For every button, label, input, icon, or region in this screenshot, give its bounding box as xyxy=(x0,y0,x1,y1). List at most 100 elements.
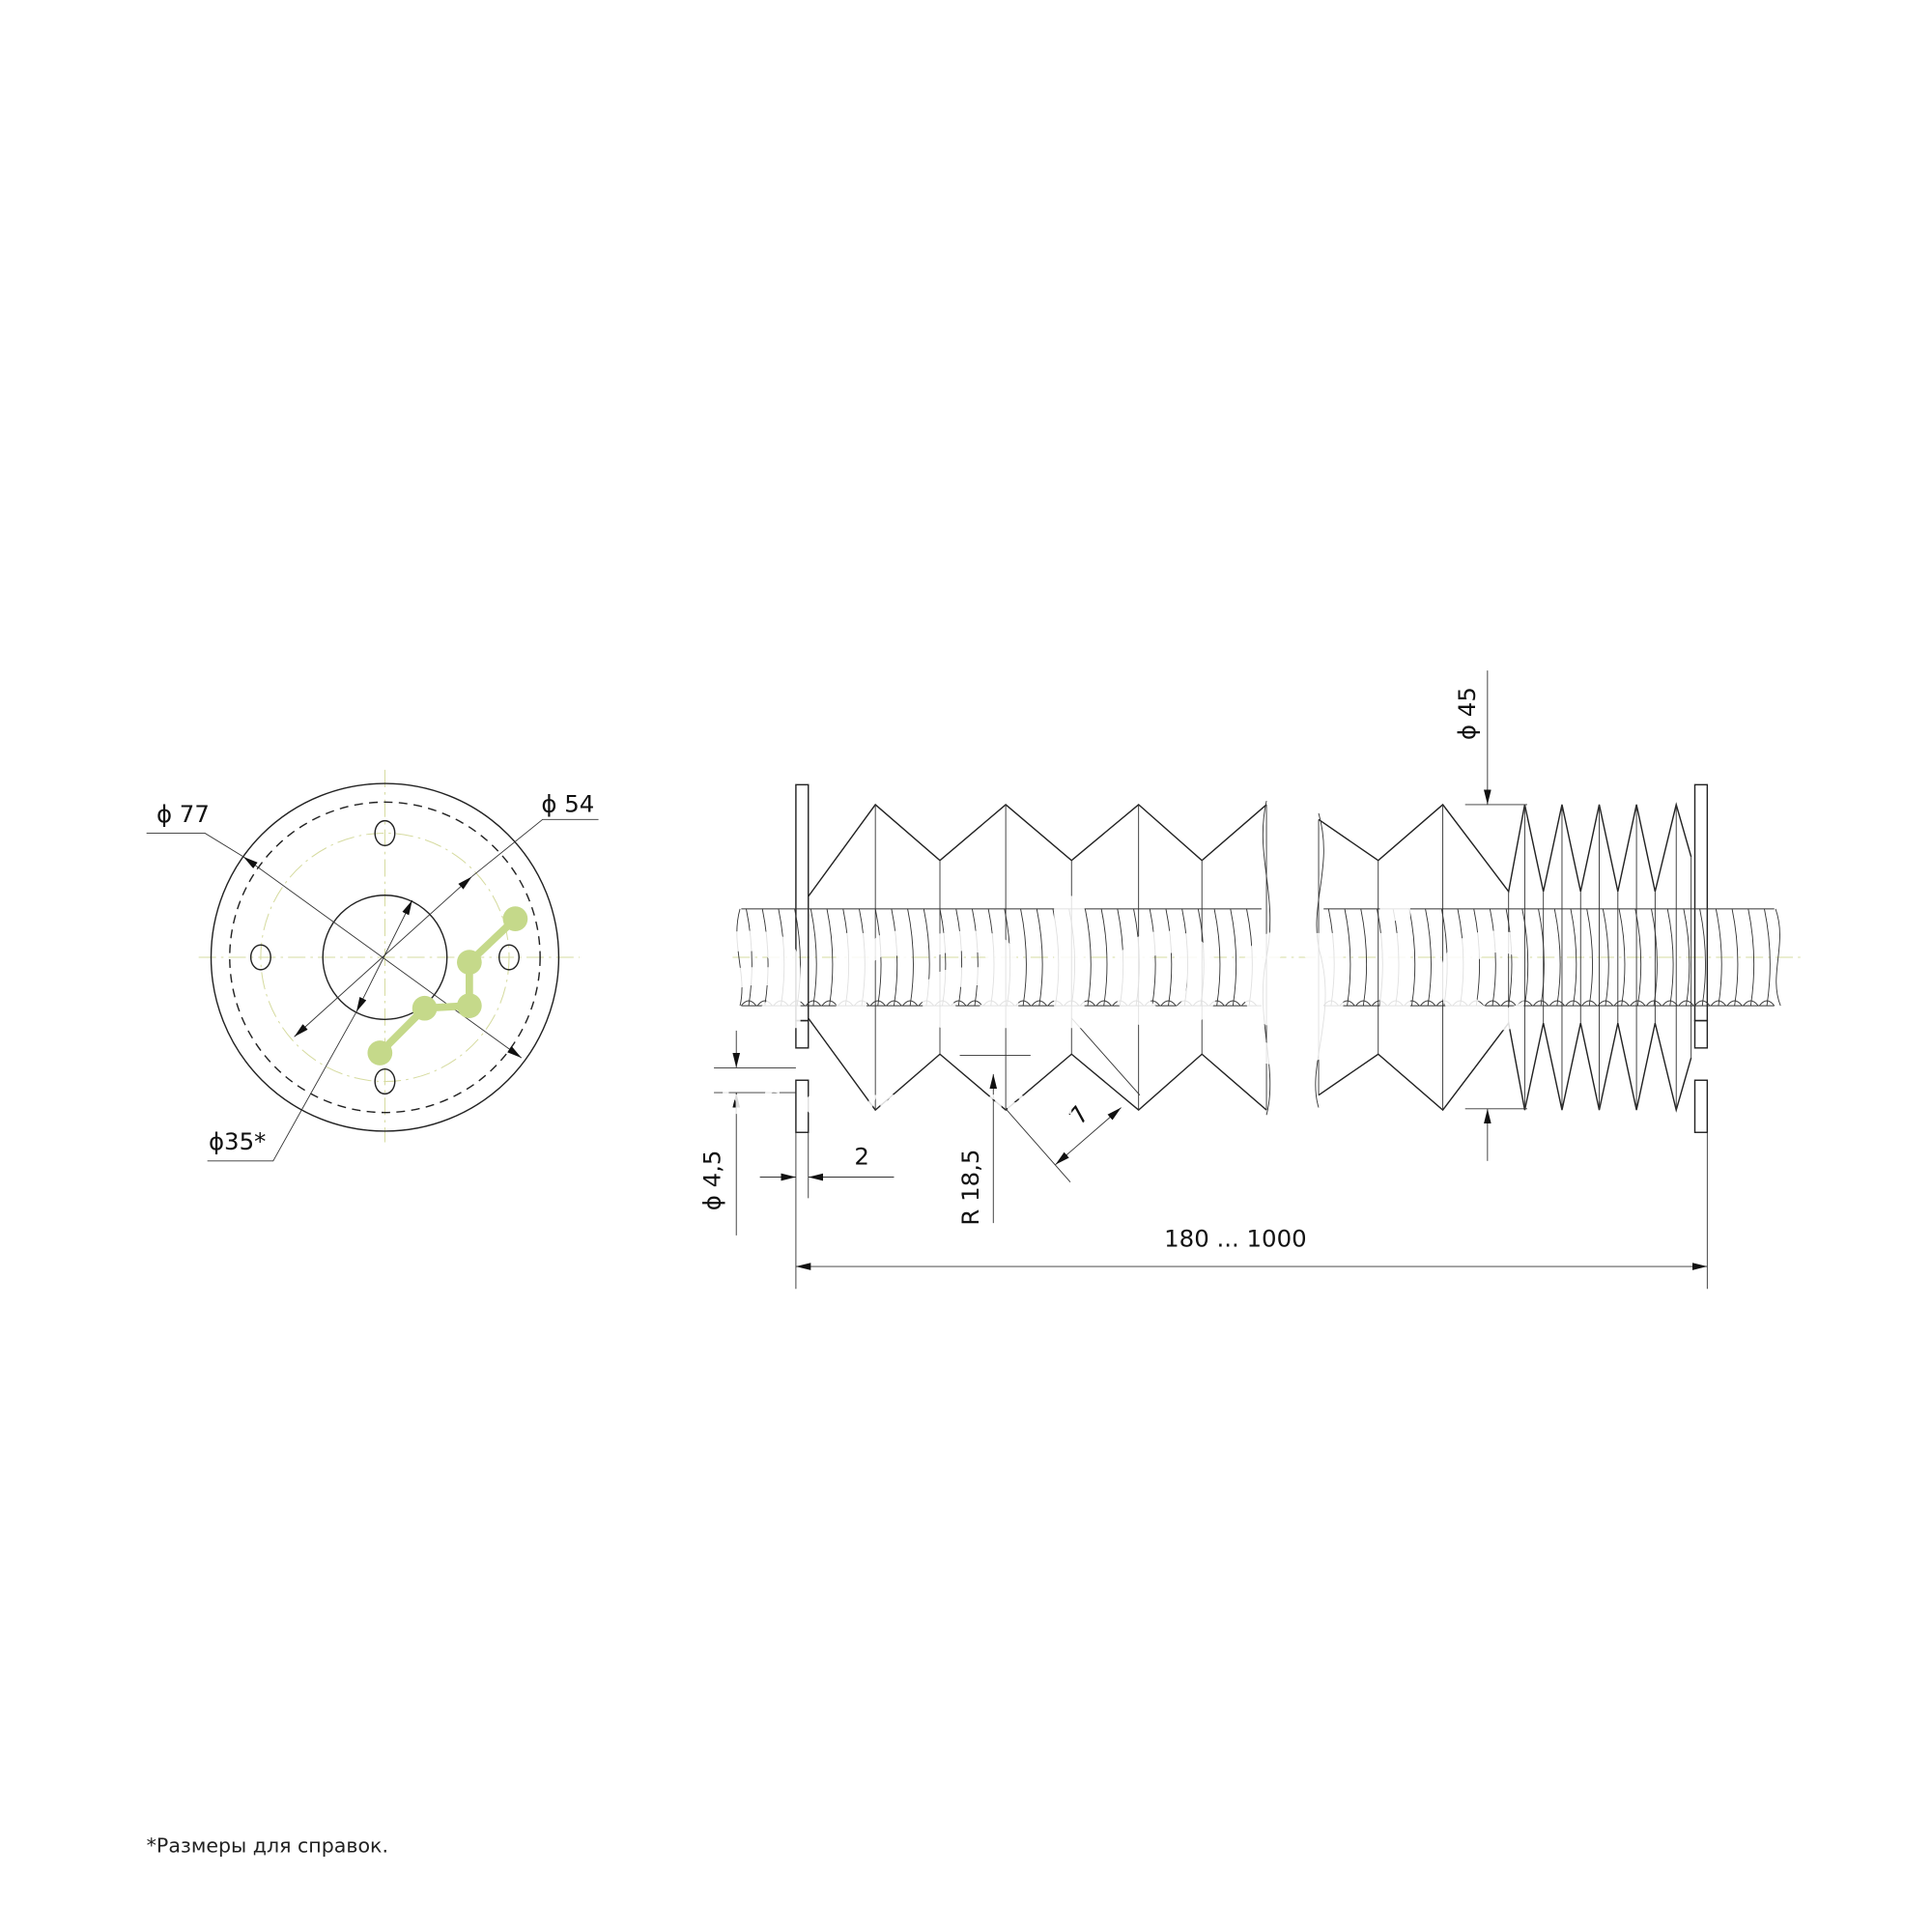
thread-line xyxy=(1246,908,1253,1007)
shaft-break xyxy=(736,908,743,1007)
front-view: ϕ 77 ϕ 54 ϕ35* xyxy=(146,769,599,1162)
thread-line xyxy=(761,908,769,1007)
thread-line xyxy=(1149,908,1156,1007)
thread-crest xyxy=(1630,1000,1646,1007)
left-flange-section xyxy=(795,1079,810,1133)
thread-crest xyxy=(1597,1000,1614,1007)
thread-line xyxy=(1004,908,1011,1007)
thread-line xyxy=(1747,908,1755,1007)
thread-line xyxy=(1634,908,1642,1007)
thread-crest xyxy=(821,1000,838,1007)
thread-line xyxy=(1505,908,1513,1007)
thread-line xyxy=(1538,908,1545,1007)
thread-crest xyxy=(1726,1000,1743,1007)
thread-line xyxy=(1213,908,1221,1007)
fold-pitch-dimension xyxy=(1055,1107,1122,1165)
mounting-hole xyxy=(374,1067,396,1095)
thread-crest xyxy=(1484,1000,1501,1007)
thread-crest xyxy=(1225,1000,1241,1007)
thread-line xyxy=(1020,908,1027,1007)
thread-crest xyxy=(1192,1000,1209,1007)
thread-line xyxy=(1133,908,1140,1007)
thread-line xyxy=(1052,908,1060,1007)
thread-line xyxy=(1489,908,1496,1007)
bellows-profile-left-bottom xyxy=(808,1017,1267,1112)
thread-crest xyxy=(886,1000,902,1007)
flange-thickness-label: 2 xyxy=(854,1143,869,1171)
thread-crest xyxy=(1694,1000,1711,1007)
thread-line xyxy=(1392,908,1400,1007)
thread-line xyxy=(1553,908,1561,1007)
dimension-line-bore xyxy=(355,899,413,1012)
thread-crest xyxy=(869,1000,886,1007)
thread-line xyxy=(1036,908,1043,1007)
thread-crest xyxy=(934,1000,951,1007)
thread-crest xyxy=(951,1000,967,1007)
thread-crest xyxy=(853,1000,870,1007)
thread-line xyxy=(1602,908,1609,1007)
molecule-atom xyxy=(412,995,438,1021)
thread-crest xyxy=(1387,1000,1404,1007)
bellows-outline-circle xyxy=(229,801,541,1114)
molecule-logo-icon xyxy=(367,906,528,1065)
outer-diameter-label: ϕ 77 xyxy=(156,800,210,828)
thread-line xyxy=(1117,908,1124,1007)
thread-crest xyxy=(1031,1000,1047,1007)
thread-crest xyxy=(1079,1000,1096,1007)
right-flange xyxy=(1693,783,1709,1022)
thread-crest xyxy=(1435,1000,1452,1007)
thread-line xyxy=(794,908,801,1007)
thread-crest xyxy=(1517,1000,1533,1007)
thread-line xyxy=(923,908,930,1007)
thread-crest xyxy=(756,1000,773,1007)
thread-line xyxy=(1100,908,1108,1007)
thread-line xyxy=(987,908,995,1007)
leader-line xyxy=(146,833,244,858)
thread-line xyxy=(1699,908,1706,1007)
thread-line xyxy=(939,908,947,1007)
thread-crest xyxy=(982,1000,999,1007)
thread-line xyxy=(1377,908,1383,1007)
thread-crest xyxy=(838,1000,854,1007)
molecule-atom xyxy=(457,950,482,975)
thread-line xyxy=(1165,908,1173,1007)
extension-line xyxy=(1005,1108,1071,1182)
thread-crest xyxy=(1710,1000,1726,1007)
thread-line xyxy=(1473,908,1481,1007)
thread-line xyxy=(1440,908,1448,1007)
thread-line xyxy=(1344,908,1351,1007)
thread-line xyxy=(859,908,866,1007)
watermark-brand: paralogic xyxy=(565,867,1543,1069)
shaft-break xyxy=(1775,908,1781,1007)
thread-crest xyxy=(1420,1000,1436,1007)
footnote: *Размеры для справок. xyxy=(147,1834,388,1858)
thread-line xyxy=(1457,908,1464,1007)
watermark-logo: paralogic research & development xyxy=(367,867,1543,1122)
thread-crest xyxy=(740,1000,757,1007)
thread-line xyxy=(1181,908,1188,1007)
thread-line xyxy=(1666,908,1674,1007)
break-line xyxy=(1315,812,1326,1108)
thread-line xyxy=(1618,908,1626,1007)
hole-diameter-label: ϕ 4,5 xyxy=(698,1151,726,1211)
thread-crest xyxy=(1240,1000,1258,1007)
right-flange-section xyxy=(1693,1079,1709,1133)
thread-crest xyxy=(1404,1000,1420,1007)
thread-crest xyxy=(999,1000,1015,1007)
thread-crest xyxy=(1371,1000,1388,1007)
bolt-circle-label: ϕ 54 xyxy=(541,790,594,818)
thread-line xyxy=(971,908,979,1007)
thread-crest xyxy=(1047,1000,1064,1007)
thread-crest xyxy=(773,1000,789,1007)
thread-line xyxy=(1230,908,1237,1007)
thread-line xyxy=(891,908,898,1007)
thread-crest xyxy=(789,1000,806,1007)
thread-crest xyxy=(1064,1000,1080,1007)
break-line xyxy=(1262,800,1271,1116)
thread-crest xyxy=(902,1000,919,1007)
thread-line xyxy=(1731,908,1739,1007)
bellows-profile-right-top xyxy=(1318,802,1692,894)
thread-crest xyxy=(1160,1000,1177,1007)
thread-crest xyxy=(1581,1000,1598,1007)
